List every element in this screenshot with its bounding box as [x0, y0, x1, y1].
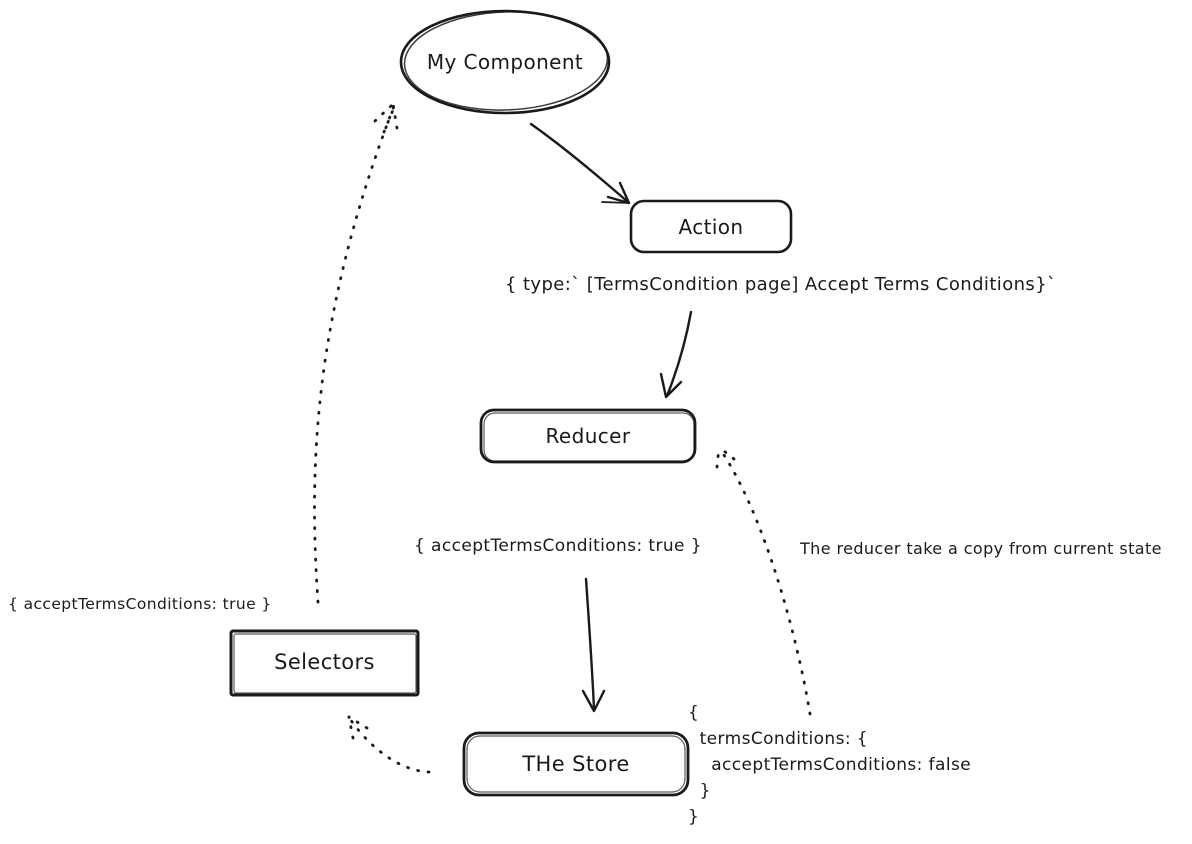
action-payload-text: { type:` [TermsCondition page] Accept Te… — [505, 274, 1057, 295]
node-selectors-shape — [229, 629, 420, 697]
arrow-selectors-to-component — [313, 102, 399, 604]
selector-output-text: { acceptTermsConditions: true } — [8, 595, 272, 613]
arrow-store-to-selectors — [347, 715, 431, 774]
arrow-store-state-to-reducer — [715, 445, 812, 716]
node-reducer-shape — [479, 408, 697, 464]
arrow-component-to-action — [529, 122, 631, 205]
node-selectors-label: Selectors — [274, 650, 375, 674]
node-my-component-label: My Component — [426, 50, 584, 74]
node-store-shape — [462, 731, 690, 797]
arrow-payload-to-store — [581, 577, 606, 713]
dispatch-payload-text: { acceptTermsConditions: true } — [414, 536, 702, 556]
node-my-component-shape — [399, 9, 611, 115]
node-action-shape — [629, 199, 793, 254]
node-reducer-label: Reducer — [545, 424, 631, 448]
store-state-text: { termsConditions: { acceptTermsConditio… — [688, 703, 972, 827]
node-store-label: THe Store — [522, 752, 630, 776]
node-action-label: Action — [678, 215, 744, 239]
arrow-action-to-reducer — [659, 310, 693, 399]
reducer-note-text: The reducer take a copy from current sta… — [800, 539, 1162, 558]
